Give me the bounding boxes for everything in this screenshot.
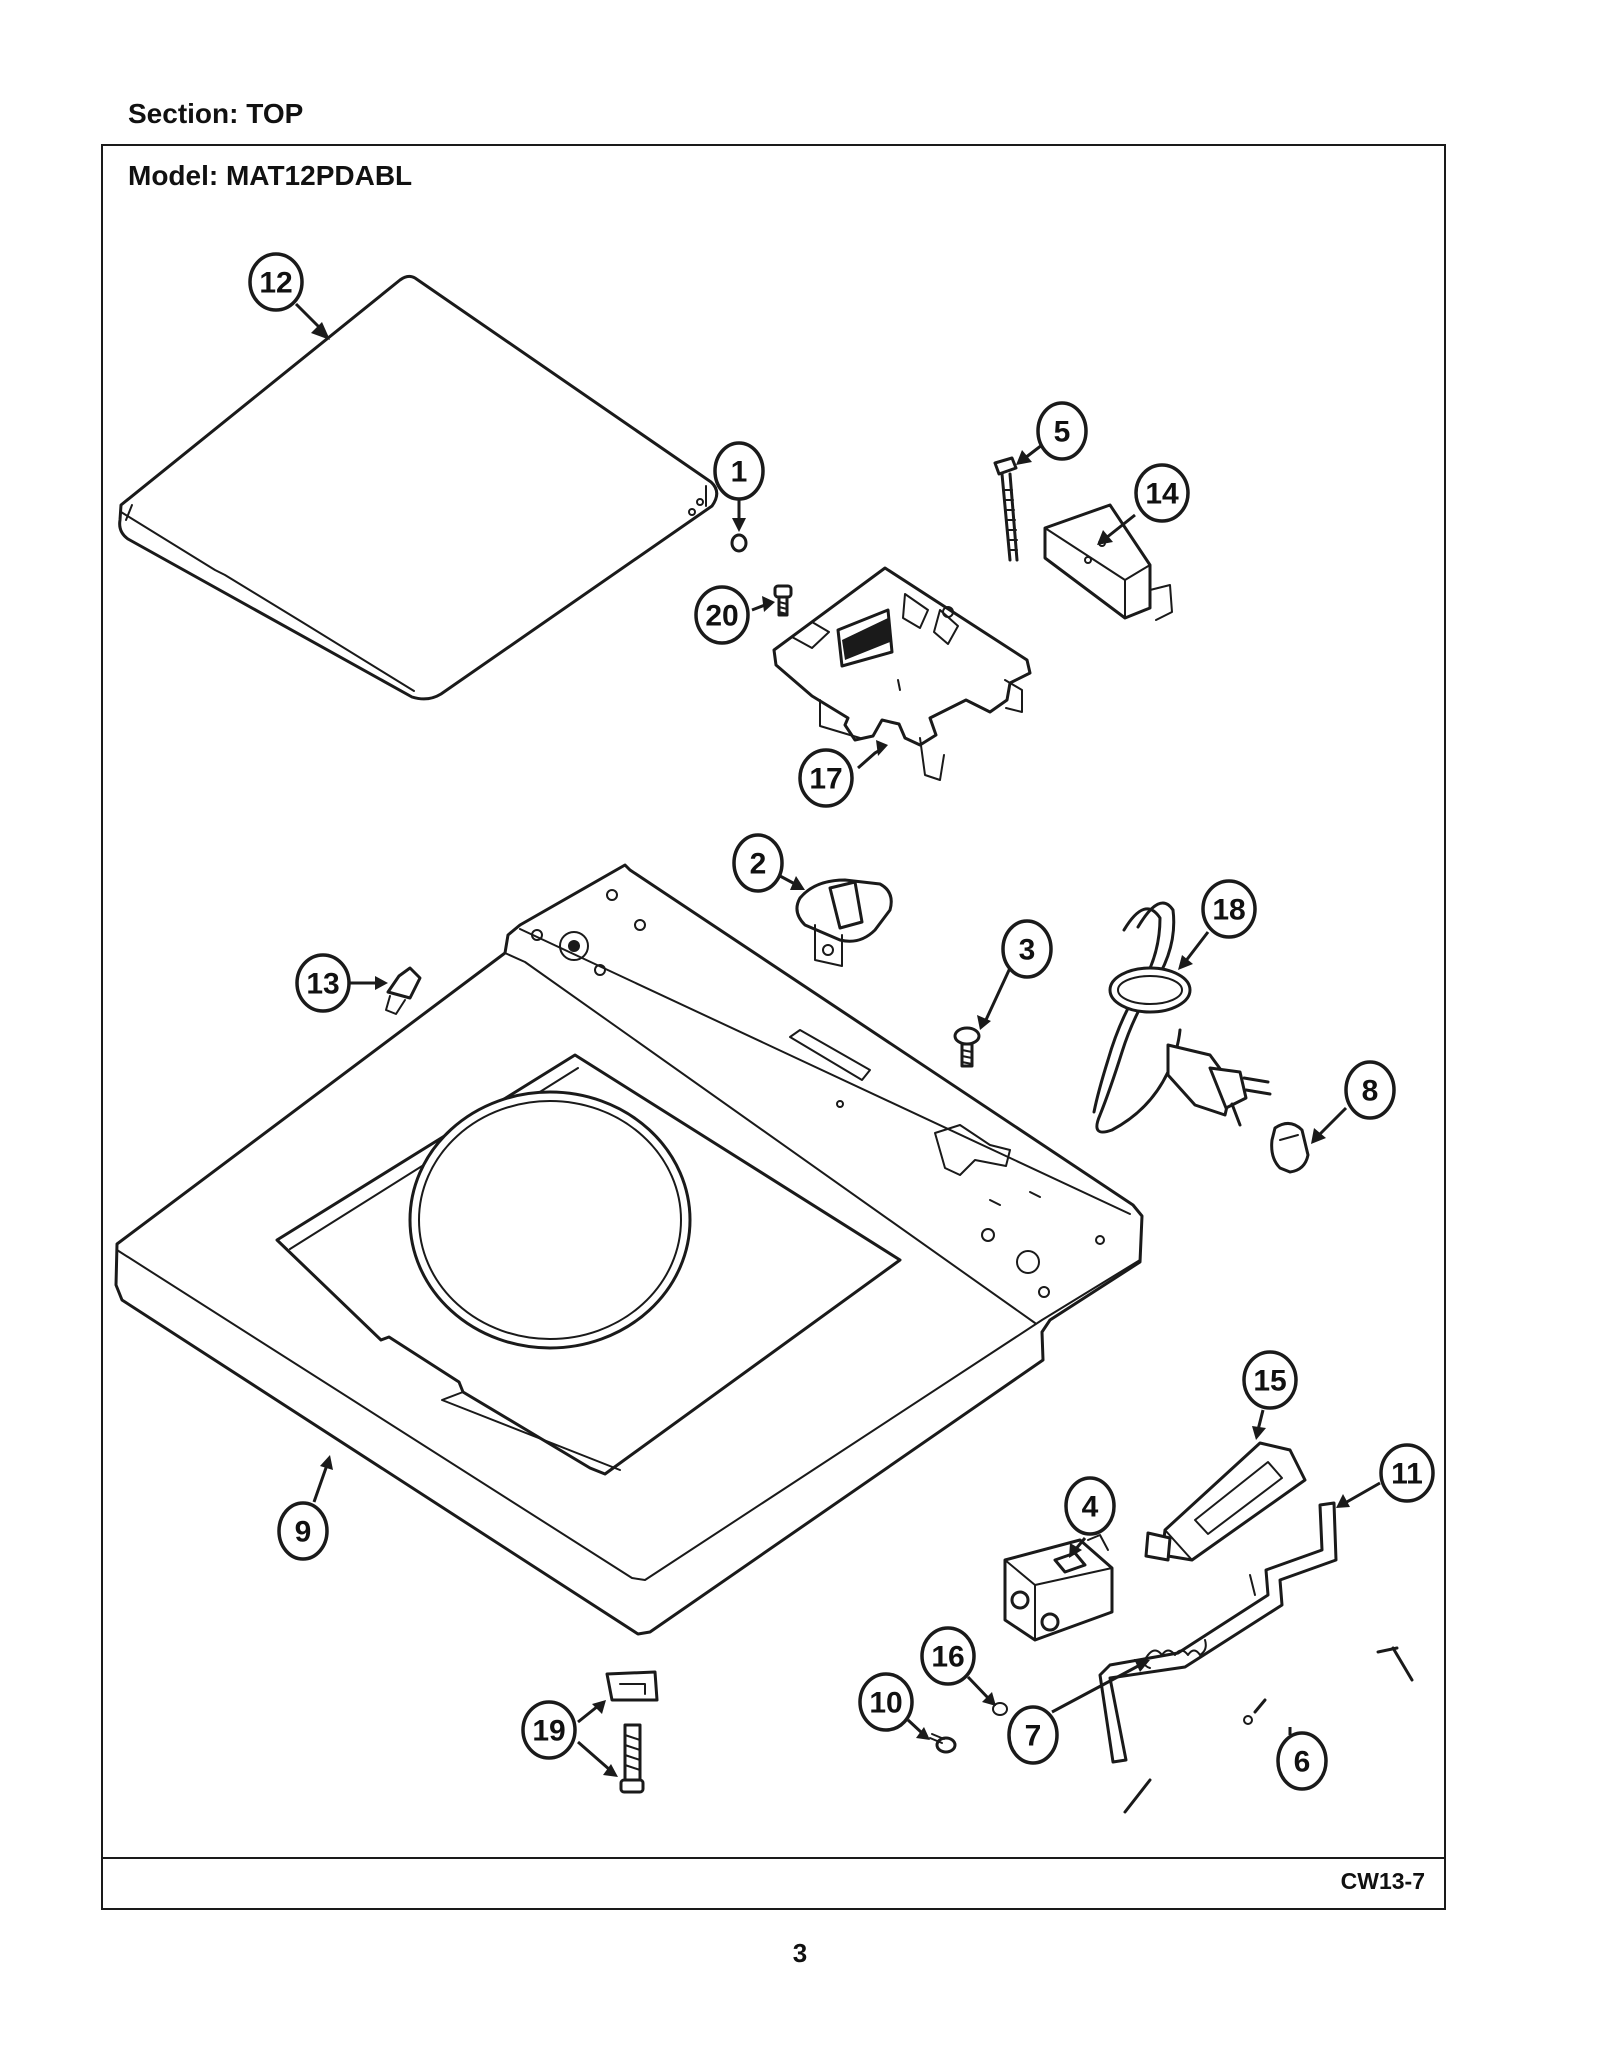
callout-20: 20	[694, 585, 775, 645]
svg-text:2: 2	[750, 848, 767, 881]
callout-16: 16	[920, 1626, 996, 1706]
part-lid	[118, 274, 719, 701]
svg-text:1: 1	[731, 456, 748, 489]
part-knob	[1270, 1122, 1310, 1174]
section-title: Section: TOP	[128, 98, 304, 129]
callout-10: 10	[858, 1672, 930, 1740]
callout-7: 7	[1007, 1659, 1150, 1765]
callout-17: 17	[798, 740, 888, 808]
svg-text:9: 9	[295, 1516, 312, 1549]
part-actuator	[795, 878, 893, 967]
part-latch	[1144, 1441, 1307, 1562]
svg-text:8: 8	[1362, 1075, 1379, 1108]
svg-text:3: 3	[1019, 934, 1036, 967]
diagram-frame	[101, 144, 1446, 1910]
part-washer	[992, 1702, 1008, 1716]
part-screw-10	[929, 1733, 957, 1754]
svg-text:20: 20	[705, 600, 738, 633]
svg-text:14: 14	[1145, 478, 1179, 511]
svg-text:11: 11	[1391, 1458, 1423, 1491]
callout-12: 12	[248, 252, 330, 340]
svg-text:16: 16	[931, 1641, 964, 1674]
svg-text:7: 7	[1025, 1720, 1042, 1753]
svg-text:18: 18	[1212, 894, 1245, 927]
svg-text:19: 19	[532, 1715, 565, 1748]
part-screw-20	[773, 584, 793, 617]
part-bolt	[993, 456, 1019, 562]
diagram-code: CW13-7	[1340, 1868, 1425, 1894]
callout-9: 9	[277, 1455, 333, 1561]
svg-text:6: 6	[1294, 1746, 1311, 1779]
svg-text:15: 15	[1253, 1365, 1286, 1398]
svg-text:12: 12	[259, 267, 292, 300]
part-latch-switch	[1003, 1534, 1114, 1642]
callout-3: 3	[977, 919, 1053, 1030]
callout-2: 2	[732, 833, 805, 893]
svg-text:10: 10	[869, 1687, 902, 1720]
part-spring	[1143, 1639, 1207, 1669]
callout-15: 15	[1242, 1350, 1298, 1440]
footer-divider	[101, 1857, 1446, 1859]
callout-6: 6	[1276, 1727, 1328, 1791]
callout-13: 13	[295, 953, 388, 1013]
model-title: Model: MAT12PDABL	[128, 160, 413, 191]
part-power-cord	[1092, 901, 1272, 1134]
callout-19: 19	[521, 1700, 618, 1777]
part-top-panel	[114, 863, 1144, 1636]
callout-1: 1	[713, 441, 765, 532]
part-lever-assembly	[1098, 1501, 1414, 1814]
part-switch-box	[1043, 503, 1173, 621]
callout-5: 5	[1016, 401, 1088, 465]
svg-text:4: 4	[1082, 1491, 1099, 1524]
svg-text:13: 13	[306, 968, 339, 1001]
part-bracket	[772, 566, 1032, 781]
svg-text:5: 5	[1054, 416, 1071, 449]
part-clip-screw	[605, 1670, 659, 1794]
callout-18: 18	[1178, 879, 1257, 970]
callout-14: 14	[1097, 463, 1190, 545]
callout-8: 8	[1311, 1060, 1396, 1144]
page-number: 3	[792, 1938, 808, 1968]
callout-4: 4	[1064, 1476, 1116, 1558]
part-cap	[730, 533, 748, 553]
svg-text:17: 17	[809, 763, 842, 796]
part-plug	[385, 966, 422, 1015]
part-screw-3	[953, 1026, 981, 1068]
callout-11: 11	[1336, 1443, 1435, 1508]
